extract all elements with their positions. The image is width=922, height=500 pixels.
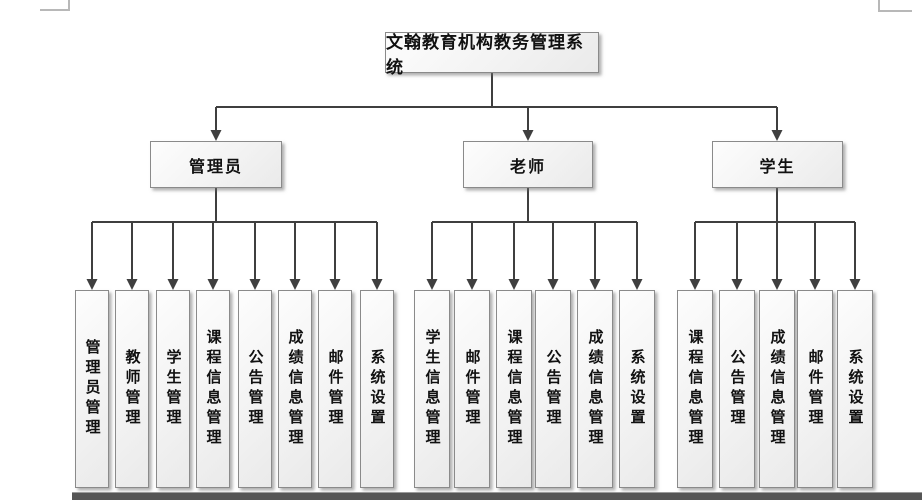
branch-node-teacher: 老师 xyxy=(463,141,593,188)
branch-node-student: 学生 xyxy=(712,141,843,188)
bottom-edge-bar xyxy=(72,492,922,500)
page-boundary-corner-right xyxy=(878,0,912,12)
root-node: 文翰教育机构教务管理系统 xyxy=(385,32,599,78)
page-boundary-corner-left xyxy=(40,0,70,11)
branch-node-admin: 管理员 xyxy=(150,141,282,188)
